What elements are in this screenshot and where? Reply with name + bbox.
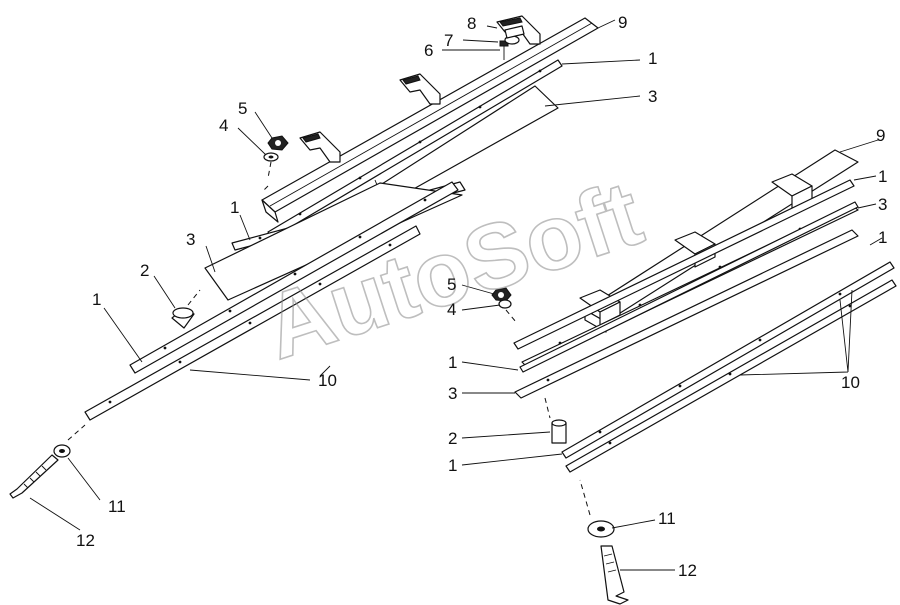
- left-bolt-12: [9, 454, 59, 499]
- callout-left-3-top: 3: [648, 87, 657, 106]
- left-nut-5: [267, 135, 289, 151]
- callout-left-7: 7: [444, 31, 453, 50]
- left-assembly: [9, 15, 641, 531]
- left-strip-1-low: [129, 181, 459, 374]
- left-bracket-low: [299, 131, 341, 163]
- callout-left-1-top: 1: [648, 49, 657, 68]
- callout-left-2: 2: [140, 261, 149, 280]
- left-callouts: 9 8 7 6 1 3 5 4 1 3 2 1 10 11 12: [76, 13, 657, 550]
- right-plate-3-b: [514, 229, 859, 399]
- callout-left-3-mid: 3: [186, 230, 195, 249]
- callout-left-11: 11: [108, 497, 126, 516]
- callout-left-9: 9: [618, 13, 627, 32]
- callout-right-3-b: 3: [448, 384, 457, 403]
- left-bolt-6: [499, 40, 509, 60]
- callout-left-8: 8: [467, 14, 476, 33]
- callout-right-2: 2: [448, 429, 457, 448]
- callout-right-9: 9: [876, 126, 885, 145]
- callout-left-5: 5: [238, 99, 247, 118]
- right-assembly: [461, 139, 897, 605]
- left-plate-8: [504, 25, 525, 39]
- right-strip-1-b: [519, 201, 859, 373]
- callout-right-4: 4: [447, 300, 456, 319]
- callout-left-1-mid: 1: [230, 198, 239, 217]
- callout-right-1-d: 1: [448, 456, 457, 475]
- callout-right-5: 5: [447, 275, 456, 294]
- callout-left-6: 6: [424, 41, 433, 60]
- right-strip-1-c: [561, 261, 895, 459]
- right-washer-4: [498, 299, 512, 309]
- callout-left-12: 12: [76, 531, 95, 550]
- callout-right-1-a: 1: [878, 167, 887, 186]
- left-bracket-mid: [399, 73, 441, 105]
- right-sleeve-2: [551, 419, 567, 444]
- left-sleeve-2: [171, 307, 195, 329]
- right-callouts: 9 1 3 1 5 4 1 3 2 1 10 11 12: [447, 126, 887, 580]
- callout-left-10: 10: [318, 371, 337, 390]
- callout-right-1-c: 1: [448, 353, 457, 372]
- callout-right-11: 11: [658, 509, 676, 528]
- callout-right-3-a: 3: [878, 195, 887, 214]
- callout-right-1-b: 1: [878, 228, 887, 247]
- right-strip-10: [565, 279, 897, 473]
- callout-right-10: 10: [841, 373, 860, 392]
- callout-right-12: 12: [678, 561, 697, 580]
- left-washer-11: [53, 444, 71, 458]
- left-strip-10: [84, 225, 421, 421]
- callout-left-4: 4: [219, 116, 228, 135]
- right-washer-11: [587, 520, 615, 538]
- left-angle-beam-9: [261, 17, 599, 223]
- left-washer-4: [263, 152, 279, 162]
- right-strip-1-a: [513, 179, 855, 350]
- callout-left-1-low: 1: [92, 290, 101, 309]
- right-bolt-12: [600, 545, 629, 605]
